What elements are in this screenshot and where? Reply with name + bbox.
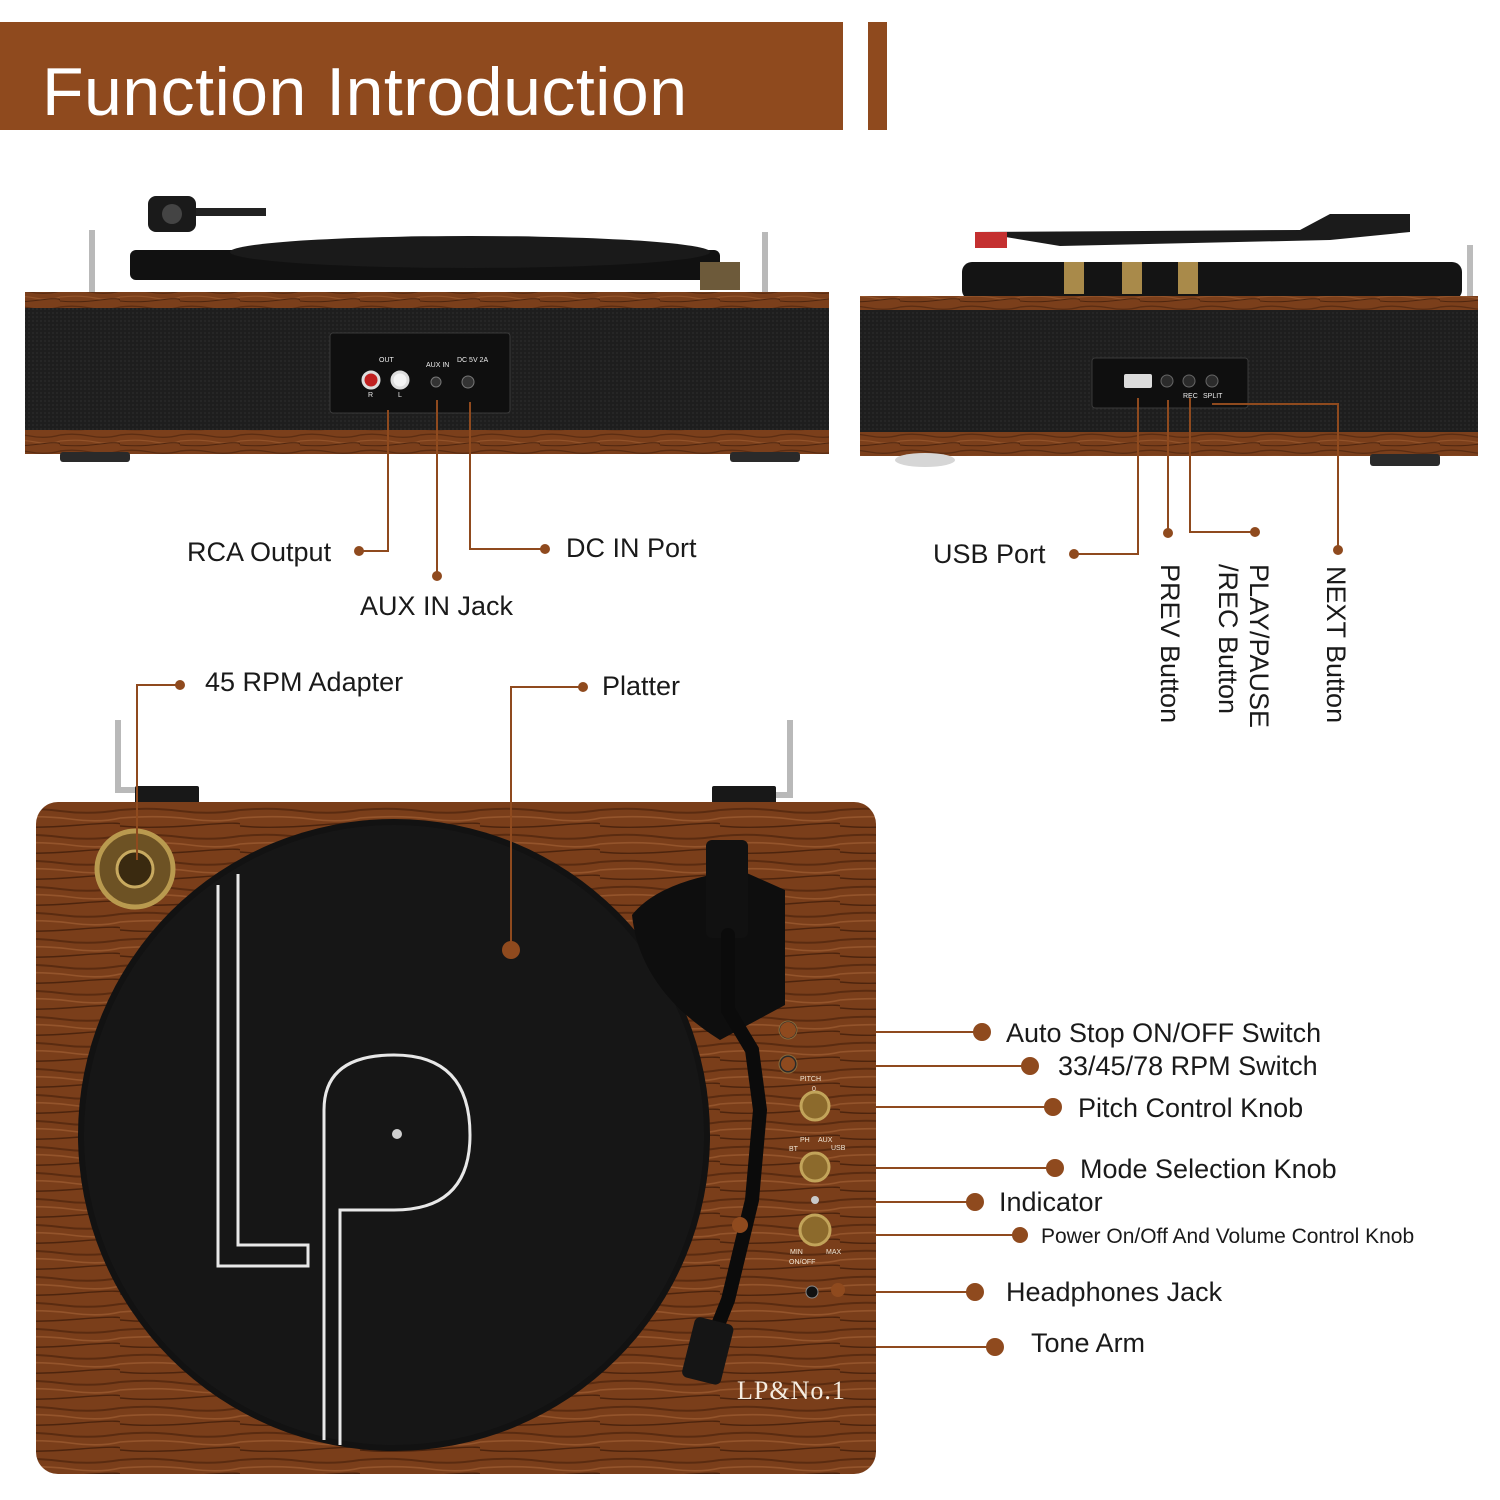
label-pitch-knob: Pitch Control Knob bbox=[1078, 1093, 1304, 1123]
rear-knob bbox=[700, 262, 740, 290]
label-next-button: NEXT Button bbox=[1321, 566, 1352, 724]
mode-bt-text: BT bbox=[789, 1146, 798, 1153]
mode-usb-text: USB bbox=[831, 1145, 846, 1152]
vol-min-text: MIN bbox=[790, 1249, 803, 1256]
mode-ph-text: PH bbox=[800, 1137, 810, 1144]
side-rec-text: REC bbox=[1183, 393, 1198, 400]
usb-port-socket bbox=[1124, 374, 1152, 388]
callout-lines bbox=[136, 398, 1339, 1348]
rear-platter-edge bbox=[230, 236, 710, 268]
mode-aux-text: AUX bbox=[818, 1137, 833, 1144]
label-rca-output: RCA Output bbox=[187, 537, 332, 567]
rca-white-jack bbox=[390, 370, 410, 390]
title-banner: Function Introduction bbox=[0, 22, 843, 130]
top-view bbox=[36, 720, 876, 1474]
tone-arm-counterweight bbox=[706, 840, 748, 938]
page-title: Function Introduction bbox=[42, 54, 688, 130]
label-rpm-switch: 33/45/78 RPM Switch bbox=[1058, 1051, 1318, 1081]
rear-aux-text: AUX IN bbox=[426, 362, 450, 369]
mode-knob-hw bbox=[799, 1151, 831, 1183]
indicator-led-hw bbox=[811, 1196, 819, 1204]
volume-knob-hw bbox=[798, 1213, 832, 1247]
rear-out-text: OUT bbox=[379, 357, 394, 364]
rear-view bbox=[25, 196, 829, 462]
label-usb-port: USB Port bbox=[933, 539, 1046, 569]
rear-r-text: R bbox=[368, 392, 374, 399]
label-platter: Platter bbox=[602, 671, 681, 701]
vol-onoff-text: ON/OFF bbox=[789, 1259, 816, 1266]
label-auto-stop: Auto Stop ON/OFF Switch bbox=[1006, 1018, 1322, 1048]
rear-dc-text: DC 5V 2A bbox=[457, 357, 489, 364]
next-button-hw bbox=[1205, 374, 1219, 388]
label-headphones-jack: Headphones Jack bbox=[1006, 1277, 1223, 1307]
label-aux-in-jack: AUX IN Jack bbox=[360, 591, 514, 621]
pitch-zero-text: 0 bbox=[812, 1086, 816, 1093]
label-indicator: Indicator bbox=[999, 1187, 1103, 1217]
rca-red-jack bbox=[361, 370, 381, 390]
label-mode-knob: Mode Selection Knob bbox=[1080, 1154, 1337, 1184]
side-split-text: SPLIT bbox=[1203, 393, 1223, 400]
label-tone-arm: Tone Arm bbox=[1031, 1328, 1146, 1358]
prev-button-hw bbox=[1160, 374, 1174, 388]
label-play-pause-rec: PLAY/PAUSE /REC Button bbox=[1213, 564, 1275, 729]
tone-arm-tube bbox=[705, 928, 768, 1347]
platter-lp-p bbox=[322, 1053, 472, 1445]
pitch-knob-hw bbox=[799, 1090, 831, 1122]
brand-logo: LP&No.1 bbox=[737, 1376, 846, 1405]
pitch-text: PITCH bbox=[800, 1076, 821, 1083]
dc-in-port-socket bbox=[461, 375, 475, 389]
label-45-rpm-adapter: 45 RPM Adapter bbox=[205, 667, 404, 697]
label-power-volume: Power On/Off And Volume Control Knob bbox=[1041, 1225, 1415, 1248]
rear-io-panel bbox=[329, 332, 511, 414]
side-tone-arm bbox=[975, 214, 1410, 246]
platter-lp-l bbox=[216, 874, 310, 1268]
label-dc-in-port: DC IN Port bbox=[566, 533, 697, 563]
tone-arm-headshell bbox=[682, 1317, 734, 1385]
banner-accent-bar bbox=[868, 22, 887, 130]
play-button-hw bbox=[1182, 374, 1196, 388]
headphones-jack-hw bbox=[805, 1285, 819, 1299]
vol-max-text: MAX bbox=[826, 1249, 842, 1256]
callout-dots bbox=[175, 527, 1343, 1356]
aux-in-jack-port bbox=[430, 376, 442, 388]
rear-l-text: L bbox=[398, 392, 402, 399]
label-prev-button: PREV Button bbox=[1155, 564, 1186, 724]
